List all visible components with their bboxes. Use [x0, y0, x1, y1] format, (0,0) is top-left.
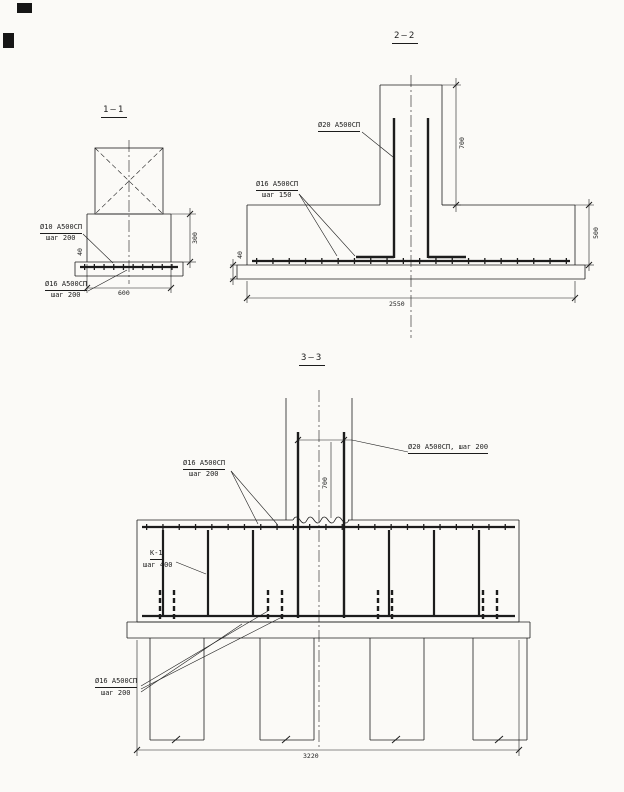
section-3-3-linework [126, 390, 531, 756]
rebar-label-spacing: шаг 200 [101, 689, 131, 697]
break-line [292, 516, 350, 524]
frame-label-spacing: шаг 400 [143, 561, 173, 569]
section-2-2-title: 2–2 [392, 31, 419, 44]
dim-2-2-width [243, 281, 579, 303]
dim-2-2-footing [575, 199, 594, 271]
rebar-label: Ø20 A500СП [318, 121, 361, 132]
dim-3-3-rebar-spacing [294, 436, 409, 518]
rebar-label: Ø20 А500СП, шаг 200 [408, 443, 489, 454]
dimension-text: 300 [191, 232, 199, 244]
dim-2-2-slab [229, 259, 237, 285]
rebar-label: Ø16 A500СП [45, 280, 88, 291]
rebar-3-3-frames [161, 530, 481, 615]
section-1-1-linework [74, 140, 196, 293]
leader-line [298, 193, 338, 257]
section-3-3-title: 3–3 [299, 353, 326, 366]
leader-line [361, 131, 394, 158]
leader-line [298, 193, 356, 257]
leader-line [175, 561, 207, 575]
leader-line [140, 610, 269, 687]
leader-line [230, 470, 259, 525]
scan-artifact-marks [3, 3, 32, 48]
leader-line [140, 616, 283, 690]
rebar-label-spacing: шаг 200 [46, 234, 76, 242]
rebar-2-2-column [356, 118, 466, 259]
leader-line [87, 269, 128, 292]
dimension-text: 600 [118, 289, 130, 297]
rebar-3-3-pile-anchors [158, 590, 499, 621]
dimension-text: 500 [592, 227, 600, 239]
dimension-text: 700 [458, 137, 466, 149]
dim-2-2-column [442, 78, 461, 212]
rebar-label: Ø10 A500СП [40, 223, 83, 234]
leader-line [140, 623, 243, 693]
dimension-text: 3220 [303, 752, 319, 760]
rebar-label: Ø16 А500СП [95, 677, 138, 688]
rebar-label-spacing: шаг 200 [51, 291, 81, 299]
rebar-label: Ø16 А500СП [183, 459, 226, 470]
leader-line [230, 470, 278, 525]
dimension-text: 700 [321, 477, 329, 489]
leader-line [82, 233, 114, 264]
rebar-3-3-column [296, 432, 346, 618]
rebar-label-spacing: шаг 150 [262, 191, 292, 199]
dimension-text: 40 [76, 248, 84, 256]
section-2-2-linework [229, 75, 594, 338]
frame-label: К-1 [150, 549, 163, 560]
piles [149, 638, 528, 744]
dim-1-1-height [171, 208, 196, 268]
dim-3-3-width [133, 640, 523, 756]
rebar-label: Ø16 A500СП [256, 180, 299, 191]
dimension-text: 40 [236, 251, 244, 259]
dimension-text: 2550 [389, 300, 405, 308]
rebar-label-spacing: шаг 200 [189, 470, 219, 478]
section-1-1-title: 1–1 [101, 105, 128, 118]
dim-1-1-width [83, 264, 175, 293]
